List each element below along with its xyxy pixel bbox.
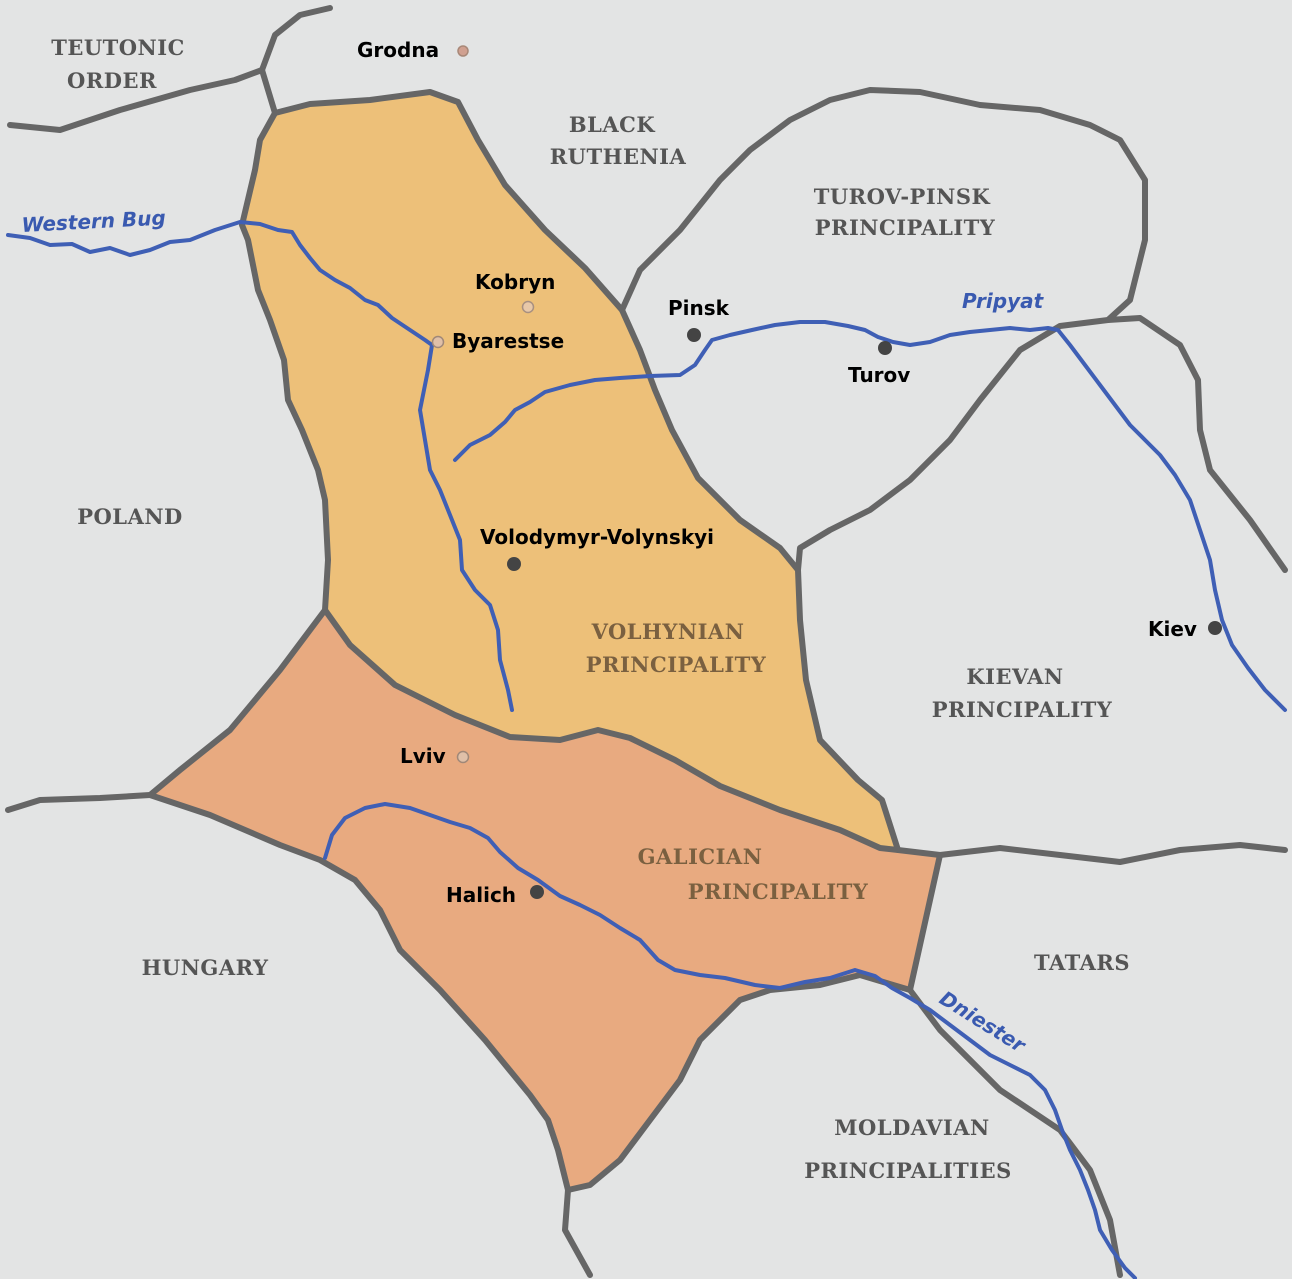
halich-marker-icon [530,885,544,899]
byarestse-label: Byarestse [452,329,564,353]
turov-pinsk-label-line2: PRINCIPALITY [815,215,996,240]
city-markers [431,45,1222,899]
moldavian-label-line2: PRINCIPALITIES [804,1158,1012,1183]
tatars-label: TATARS [1034,950,1130,975]
byarestse-marker-icon [431,335,445,349]
kobryn-marker-icon [521,300,535,314]
black-ruthenia-label-line2: RUTHENIA [550,144,687,169]
kievan-label-line1: KIEVAN [966,664,1063,689]
galician-label-line2: PRINCIPALITY [688,879,869,904]
dniester-river [323,802,1137,1279]
pinsk-marker-icon [687,328,701,342]
grodna-label: Grodna [357,38,439,62]
kiev-marker-icon [1208,621,1222,635]
grodna-marker-icon [457,45,469,57]
black-ruthenia-label-line1: BLACK [569,112,656,137]
poland-label: POLAND [77,504,183,529]
volhynian-label-line1: VOLHYNIAN [591,619,745,644]
volhynian-label-line2: PRINCIPALITY [586,652,767,677]
lviv-marker-icon [456,750,470,764]
kiev-label: Kiev [1148,617,1197,641]
kobryn-label: Kobryn [475,270,555,294]
galician-principality-area [150,610,940,1190]
galician-label-line1: GALICIAN [638,844,763,869]
western-bug-river [6,220,514,712]
turov-label: Turov [848,363,910,387]
hungary-label: HUNGARY [142,955,269,980]
pripyat-label: Pripyat [962,289,1045,313]
kievan-label-line2: PRINCIPALITY [932,697,1113,722]
volodymyr-label: Volodymyr-Volynskyi [480,525,714,549]
moldavian-label-line1: MOLDAVIAN [834,1115,989,1140]
turov-pinsk-label-line1: TUROV-PINSK [814,184,991,209]
volhynian-principality-area [242,92,898,850]
turov-marker-icon [878,341,892,355]
teutonic-order-label-line2: ORDER [67,68,157,93]
halich-label: Halich [446,883,516,907]
volodymyr-marker-icon [507,557,521,571]
rivers [6,220,1287,1279]
lviv-label: Lviv [400,744,446,768]
teutonic-order-label-line1: TEUTONIC [51,35,185,60]
pripyat-river [453,320,1287,712]
pinsk-label: Pinsk [668,296,730,320]
